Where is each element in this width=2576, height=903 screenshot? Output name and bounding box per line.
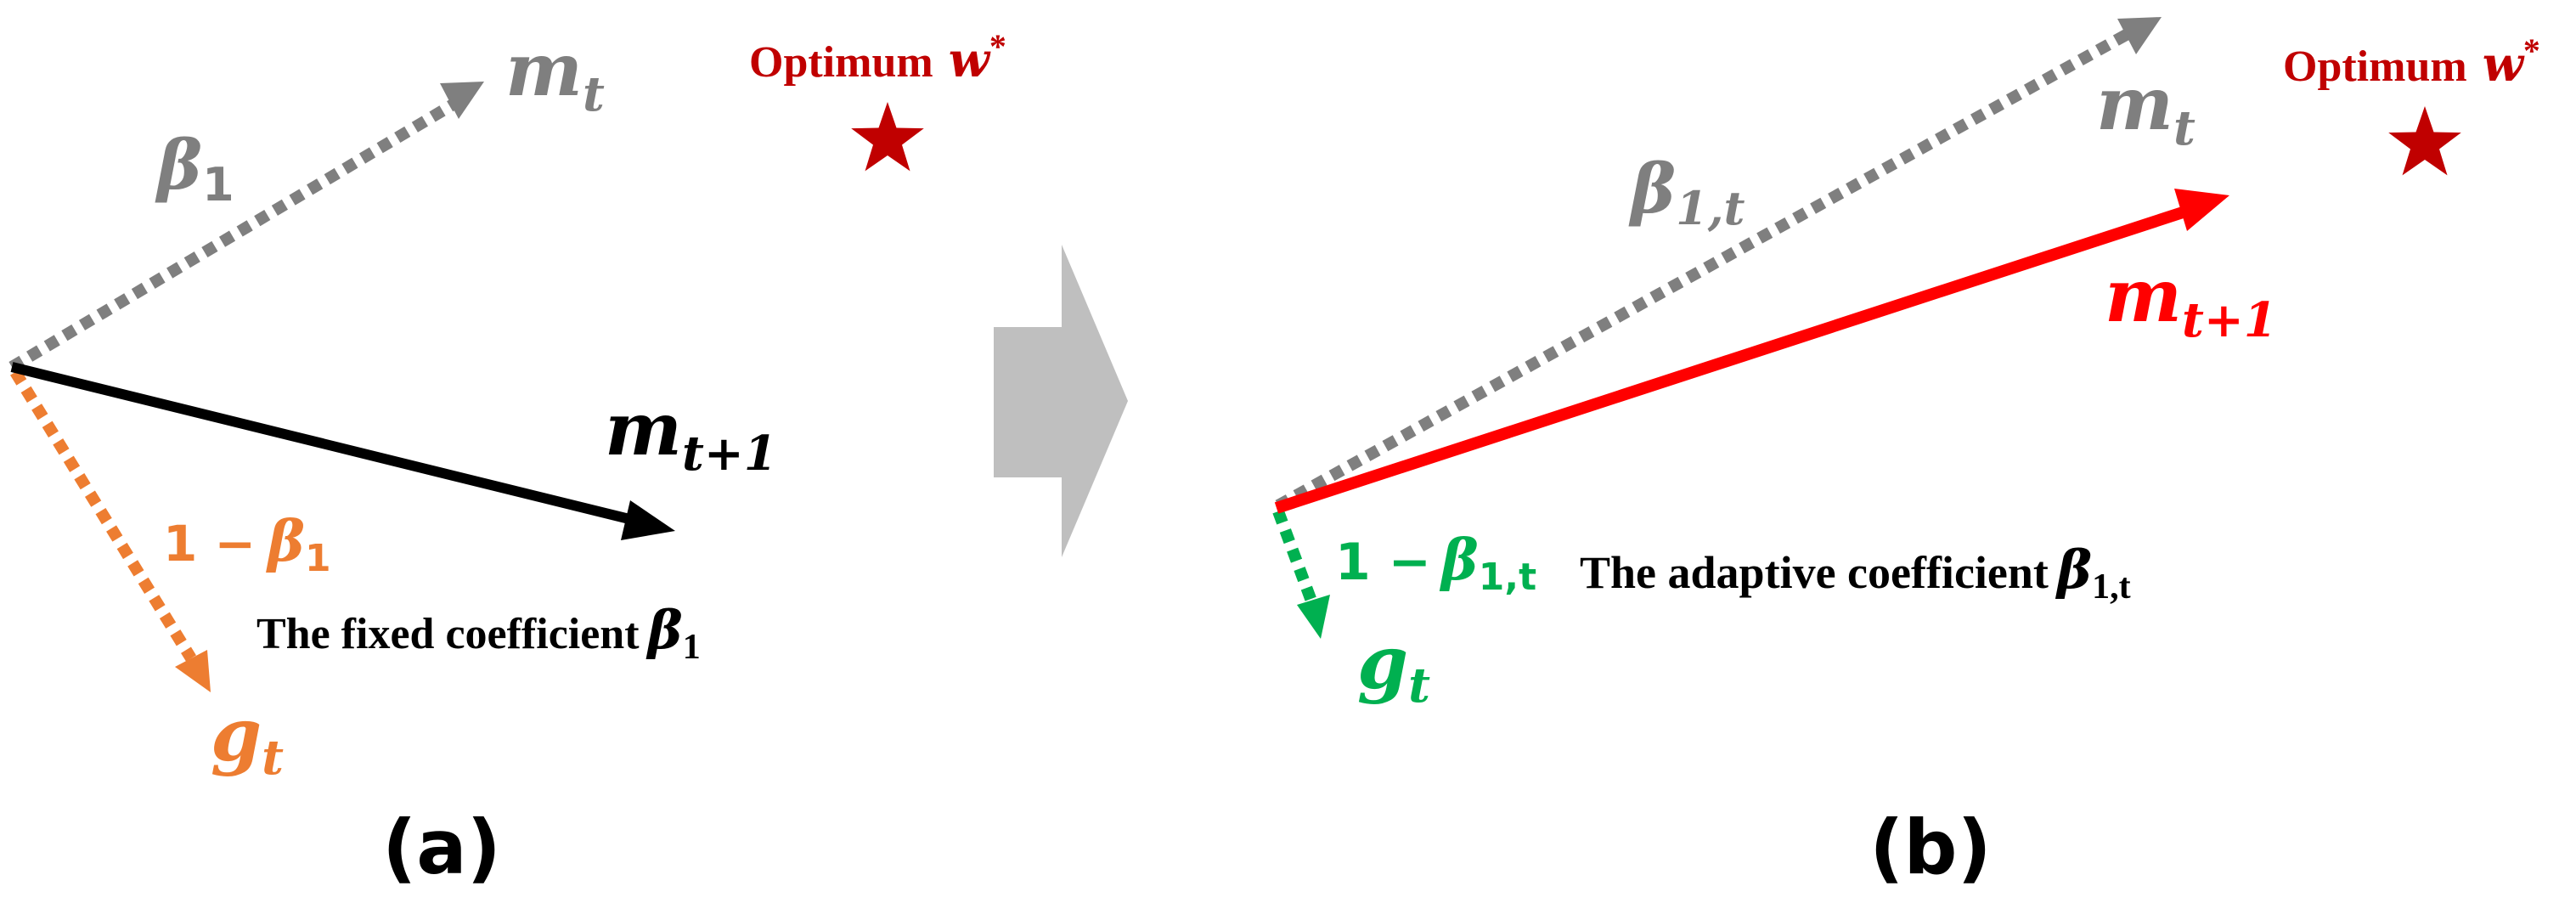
- momentum-prev-arrowhead-a: [440, 82, 484, 119]
- momentum-prev-arrowhead-b: [2117, 17, 2162, 54]
- panel-a-caption: (a): [382, 804, 501, 891]
- momentum-next-arrowhead-a: [621, 500, 675, 540]
- momentum-next-label-b: mt+1: [2105, 253, 2277, 348]
- momentum-next-arrow-a: [10, 362, 675, 540]
- gradient-label-b: gt: [1357, 620, 1430, 714]
- gradient-arrow-b: [1272, 509, 1330, 639]
- momentum-next-line-a: [10, 362, 634, 525]
- gradient-arrowhead-a: [175, 650, 211, 692]
- one-minus-beta-label-a: 1 −β1: [163, 508, 331, 580]
- gradient-arrowhead-b: [1297, 595, 1330, 639]
- momentum-next-arrow-b: [1274, 189, 2229, 514]
- momentum-prev-line-a: [8, 98, 458, 373]
- gradient-arrow-a: [10, 369, 211, 692]
- momentum-next-line-b: [1274, 206, 2185, 514]
- transition-arrow-icon: [994, 245, 1128, 557]
- momentum-next-arrowhead-b: [2174, 189, 2229, 231]
- momentum-prev-arrow-b: [1275, 17, 2162, 511]
- gradient-line-b: [1272, 509, 1318, 606]
- panel-b-caption: (b): [1869, 804, 1991, 891]
- gradient-label-a: gt: [211, 692, 284, 786]
- beta-label-a: β1: [155, 125, 234, 212]
- momentum-prev-label-b: mt: [2096, 61, 2196, 156]
- optimum-star-icon-a: [851, 102, 924, 172]
- momentum-next-label-a: mt+1: [605, 387, 777, 482]
- gradient-line-a: [10, 369, 196, 662]
- panel-b: mt β1,t mt+1 1 −β1,t The adaptive coeffi…: [1272, 17, 2540, 891]
- momentum-prev-arrow-a: [8, 82, 484, 373]
- optimum-star-icon-b: [2388, 106, 2461, 176]
- beta-label-b: β1,t: [1628, 149, 1745, 235]
- one-minus-beta-label-b: 1 −β1,t: [1335, 527, 1536, 599]
- momentum-prev-label-a: mt: [505, 27, 605, 122]
